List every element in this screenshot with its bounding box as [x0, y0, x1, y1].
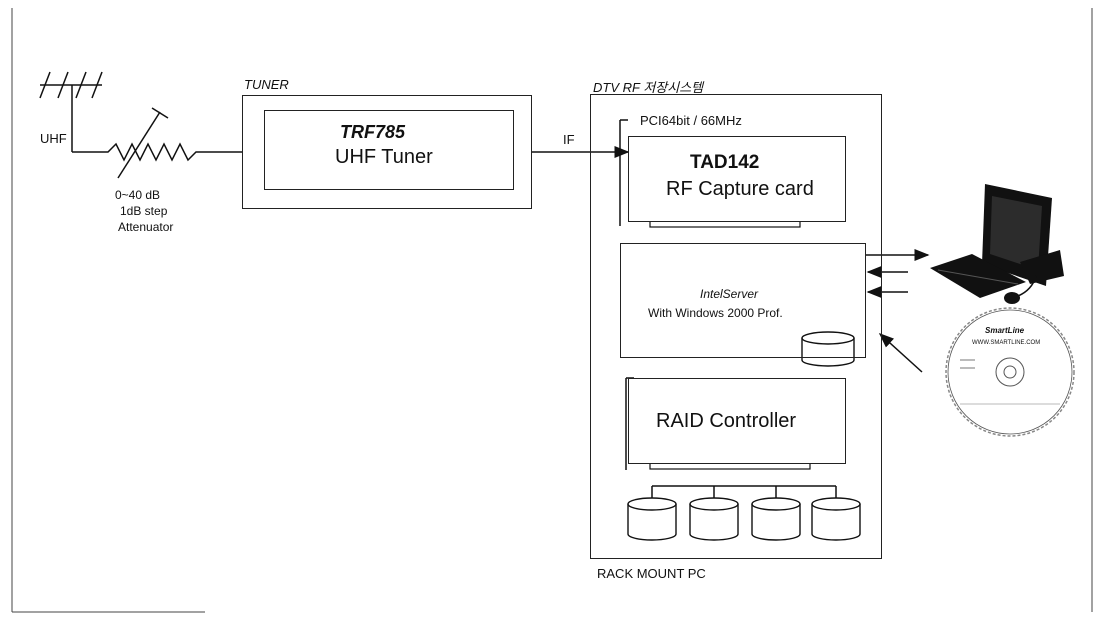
tuner-model-label: TRF785 — [340, 122, 406, 142]
capture-desc-label: RF Capture card — [666, 178, 814, 200]
system-group-label: DTV RF 저장시스템 — [593, 80, 704, 95]
uhf-label: UHF — [40, 131, 67, 146]
bus-spec-label: PCI64bit / 66MHz — [640, 113, 742, 128]
cd-brand-label: SmartLine — [985, 326, 1025, 335]
intel-server — [620, 243, 866, 358]
tuner-module — [264, 110, 514, 190]
cd-url-label: WWW.SMARTLINE.COM — [972, 340, 1041, 346]
rf-capture-card — [628, 136, 846, 222]
diagram-canvas — [12, 8, 1092, 612]
capture-model-label: TAD142 — [690, 152, 760, 173]
if-signal-label: IF — [563, 132, 575, 147]
server-os-label: With Windows 2000 Prof. — [648, 306, 783, 320]
attenuator-range-label: 0~40 dB — [115, 188, 161, 202]
dtv-rf-storage-system — [590, 94, 882, 559]
attenuator-name-label: Attenuator — [118, 220, 174, 234]
raid-label: RAID Controller — [656, 410, 797, 432]
tuner-desc-label: UHF Tuner — [335, 146, 433, 168]
attenuator-step-label: 1dB step — [120, 204, 168, 218]
server-name-label: IntelServer — [700, 287, 759, 301]
raid-controller — [628, 378, 846, 464]
tuner-group-label: TUNER — [244, 77, 289, 92]
rack-label: RACK MOUNT PC — [597, 566, 706, 581]
